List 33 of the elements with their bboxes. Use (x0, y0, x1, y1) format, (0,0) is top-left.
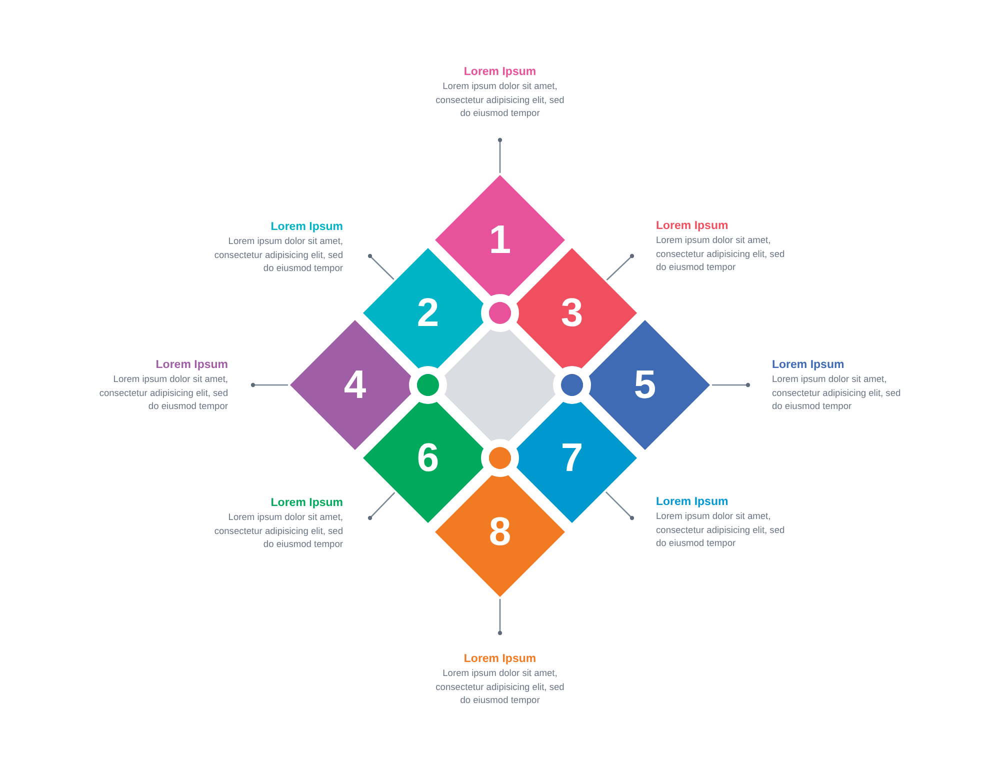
callout-heading: Lorem Ipsum (656, 219, 730, 234)
tile-number: 6 (416, 435, 440, 481)
diamond-tile (580, 320, 710, 450)
callout-heading: Lorem Ipsum (772, 358, 846, 373)
callout-heading: Lorem Ipsum (270, 496, 343, 511)
callout-heading: Lorem Ipsum (270, 220, 343, 235)
leader-line (606, 254, 634, 280)
tile-number: 3 (560, 290, 584, 336)
tile-number: 1 (488, 217, 512, 263)
callout-text: Lorem ipsum dolor sit amet, consectetur adipisicing elit, sed do eiusmod tempor (213, 511, 343, 551)
callout-text: Lorem ipsum dolor sit amet, consectetur adipisicing elit, sed do eiusmod tempor (656, 234, 786, 274)
callout-heading: Lorem Ipsum (154, 358, 228, 373)
leader-line (605, 491, 634, 520)
tile-number: 2 (416, 290, 440, 336)
leader-line (250, 382, 288, 388)
callout-text: Lorem ipsum dolor sit amet, consectetur adipisicing elit, sed do eiusmod tempor (213, 235, 343, 275)
callout-heading: Lorem Ipsum (462, 65, 538, 80)
callout-heading: Lorem Ipsum (656, 495, 730, 510)
callout-heading: Lorem Ipsum (462, 652, 538, 667)
tile-number: 5 (632, 362, 658, 408)
callout-text: Lorem ipsum dolor sit amet, consectetur adipisicing elit, sed do eiusmod tempor (98, 373, 228, 413)
callout-text: Lorem ipsum dolor sit amet, consectetur adipisicing elit, sed do eiusmod tempor (656, 510, 786, 550)
leader-line (368, 254, 394, 280)
leader-line (498, 599, 502, 636)
tile-number: 7 (560, 435, 584, 481)
leader-line (712, 382, 750, 388)
tile-number: 4 (342, 362, 368, 408)
leader-line (498, 138, 502, 173)
leader-line (368, 492, 396, 520)
callout-text: Lorem ipsum dolor sit amet, consectetur adipisicing elit, sed do eiusmod tempor (434, 667, 566, 707)
tile-number: 8 (488, 509, 512, 555)
callout-text: Lorem ipsum dolor sit amet, consectetur adipisicing elit, sed do eiusmod tempor (434, 80, 566, 120)
callout-text: Lorem ipsum dolor sit amet, consectetur adipisicing elit, sed do eiusmod tempor (772, 373, 902, 413)
